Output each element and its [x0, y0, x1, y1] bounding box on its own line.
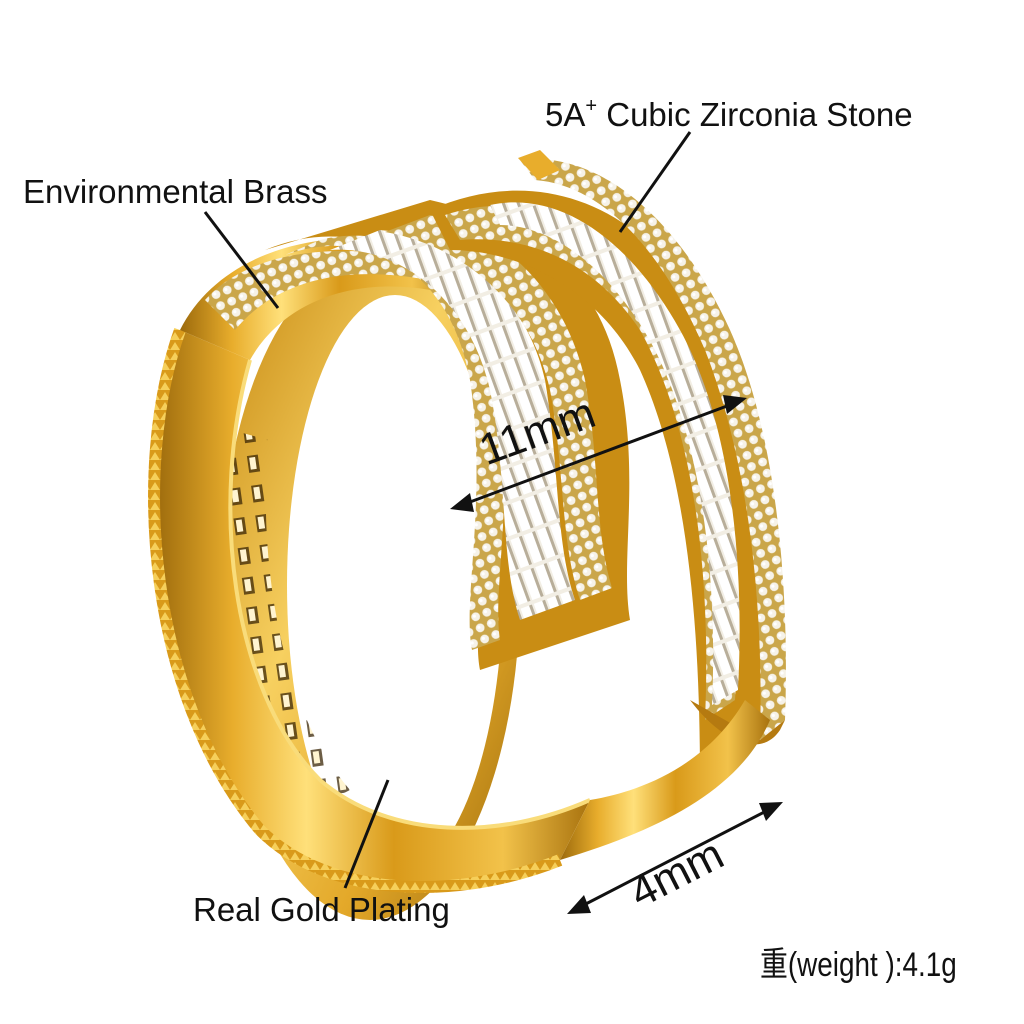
ring-top-pave	[180, 238, 470, 360]
ring-band-right	[560, 700, 770, 860]
stone-label: 5A+ Cubic Zirconia Stone	[545, 96, 913, 131]
stone-label-sup: +	[585, 95, 598, 117]
plating-label: Real Gold Plating	[193, 891, 450, 928]
ring-band-outer	[148, 327, 591, 894]
stone-label-grade: 5A	[545, 96, 586, 133]
stone-label-text: Cubic Zirconia Stone	[597, 96, 913, 133]
dimension-arrow-4mm	[567, 802, 783, 914]
dimension-arrow-11mm	[450, 395, 747, 512]
callout-lines	[203, 131, 692, 889]
plating-leader-line	[343, 779, 390, 889]
ring-front-shank	[265, 200, 630, 670]
brass-label: Environmental Brass	[23, 173, 328, 210]
brass-leader-line	[203, 211, 280, 309]
weight-label: 重(weight ):4.1g	[760, 946, 957, 984]
stone-leader-line	[618, 131, 692, 233]
